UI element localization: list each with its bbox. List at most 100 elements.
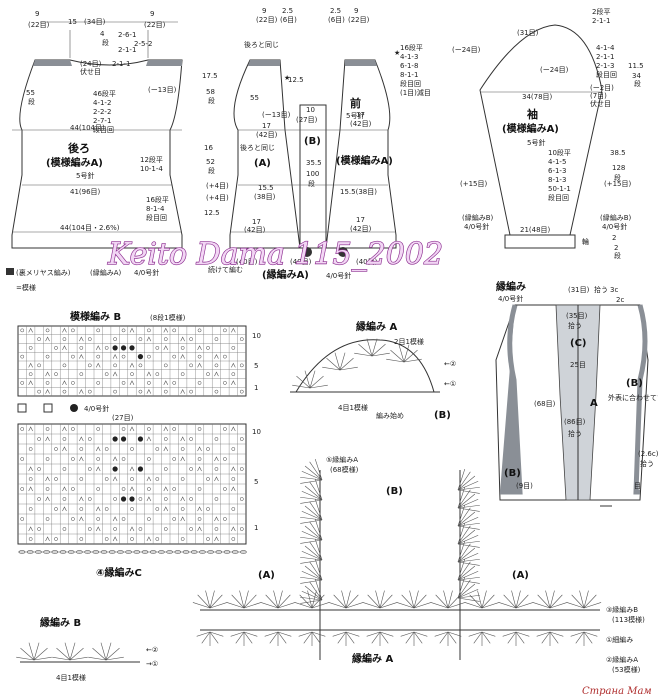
fan-bottom-right-stitch	[457, 529, 476, 545]
fan-row-lower-stitch	[277, 631, 287, 644]
chain-symbol	[138, 389, 143, 394]
fan-row-lower-stitch	[209, 631, 219, 644]
fan-a-stitch	[390, 349, 405, 363]
sleeve-bind2: (7目)	[590, 92, 607, 100]
fan-row-stitch	[362, 602, 381, 609]
back-top-right-count: (22目)	[144, 21, 166, 29]
chain-symbol	[223, 457, 227, 461]
chain-symbol	[54, 477, 58, 481]
back-piece-diagram: 9 (22目) 15 (34目) 9 (22目) 4 段 2-1-1 2-5-2…	[11, 10, 183, 249]
legend-bobble-icon	[70, 404, 78, 412]
chain-symbol	[54, 507, 58, 511]
chain-symbol	[239, 337, 244, 341]
fan-row-lower-stitch	[473, 631, 483, 644]
fan-bottom-left-stitch	[314, 518, 323, 541]
vest-a-label: A	[590, 398, 598, 409]
fan-bottom-right-stitch	[457, 489, 471, 509]
fan-bottom-right-stitch	[457, 558, 466, 581]
fan-row-stitch	[430, 602, 449, 609]
fan-bottom-left-stitch	[309, 501, 323, 521]
vest-bottom-count2: 目	[634, 482, 641, 490]
chain-symbol	[79, 346, 84, 350]
edge-c-chain-stitch	[215, 550, 223, 554]
fan-bottom-right-stitch	[457, 522, 480, 527]
chain-symbol	[62, 497, 67, 501]
fan-b-stitch	[69, 642, 76, 661]
chain-symbol	[147, 487, 151, 491]
chain-symbol	[104, 372, 109, 376]
fan-a-stitch	[322, 366, 341, 371]
fan-b-stitch	[64, 642, 71, 661]
edge-c-chain-stitch	[59, 550, 67, 554]
sleeve-side-1: 10段平	[548, 148, 571, 157]
edging-bottom-a-right: (A)	[512, 570, 529, 581]
fan-bottom-left-stitch	[309, 561, 323, 581]
sleeve-pattern: (模様編みA)	[502, 122, 559, 135]
back-side-1: 12段平	[140, 155, 163, 164]
chain-symbol	[239, 497, 244, 501]
chain-symbol	[206, 447, 210, 451]
fan-row-lower-stitch	[277, 631, 292, 637]
chain-symbol	[239, 389, 244, 394]
edging-bottom-a-left: (A)	[258, 570, 275, 581]
chain-symbol	[121, 457, 126, 461]
front-neck-6: (1目)減目	[400, 88, 431, 97]
back-top-center-num: 15	[68, 18, 77, 26]
chain-symbol	[87, 337, 92, 341]
fan-row-stitch	[311, 594, 325, 609]
chain-symbol	[147, 328, 151, 333]
legend: (裏メリヤス編み) (縁編みA) 4/0号針 =模様	[6, 268, 159, 292]
fan-b-stitch	[33, 647, 48, 661]
chain-symbol	[130, 372, 134, 376]
fan-row-lower-stitch	[405, 631, 415, 644]
decrease-symbol	[45, 476, 50, 482]
decrease-symbol	[45, 371, 50, 377]
decrease-symbol	[28, 466, 33, 472]
decrease-symbol	[163, 506, 169, 512]
fan-row-stitch	[277, 594, 291, 609]
chain-symbol	[45, 457, 50, 461]
back-top-right-num: 9	[150, 10, 154, 18]
fan-row-lower-stitch	[379, 631, 389, 644]
decrease-symbol	[112, 516, 118, 522]
fan-row-stitch	[396, 602, 415, 609]
fan-row-lower-stitch	[481, 631, 491, 644]
chain-symbol	[189, 527, 193, 531]
fan-row-stitch	[447, 602, 466, 609]
edging-a-fan-arc	[295, 339, 435, 393]
edging-a-label-b: (B)	[434, 410, 451, 421]
edge-c-chain-stitch	[207, 550, 214, 554]
front-center-w: 10	[306, 106, 315, 114]
decrease-symbol	[146, 371, 152, 377]
chain-symbol	[180, 477, 185, 481]
fan-bottom-left-stitch	[300, 599, 323, 604]
fan-row-lower-stitch	[400, 631, 415, 637]
back-side2-1: 16段平	[146, 195, 169, 204]
decrease-symbol	[163, 380, 169, 386]
fan-bottom-right-stitch	[457, 558, 480, 563]
decrease-symbol	[163, 327, 169, 333]
chain-symbol	[28, 447, 33, 451]
fan-bottom-right-stitch	[457, 480, 479, 491]
chain-symbol	[197, 427, 202, 431]
fan-row-stitch	[447, 594, 461, 609]
vest-finish-diagram: 縁編み 4/0号針 (31目) 拾う 3c 2c (35目) 拾う (C) 25…	[495, 280, 658, 507]
decrease-symbol	[79, 496, 84, 502]
decrease-symbol	[146, 388, 152, 394]
front-pattern: (模様編みA)	[336, 154, 393, 167]
chain-symbol	[62, 527, 67, 531]
chain-symbol	[45, 328, 50, 333]
back-outline	[11, 59, 183, 249]
back-side2-3: 段目回	[146, 213, 167, 222]
chain-symbol	[172, 427, 177, 431]
fan-b-stitch	[92, 647, 107, 661]
fan-row-lower-stitch	[332, 631, 347, 637]
decrease-symbol	[95, 466, 101, 472]
chain-symbol	[163, 389, 168, 394]
chain-symbol	[104, 447, 109, 451]
edge-c-chain-stitch	[133, 550, 141, 554]
vest-needle: 4/0号針	[498, 294, 523, 303]
fan-b-stitch	[69, 647, 84, 661]
front-center-rows-unit: 段	[308, 179, 315, 188]
edge-c-chain-stitch	[51, 550, 59, 554]
